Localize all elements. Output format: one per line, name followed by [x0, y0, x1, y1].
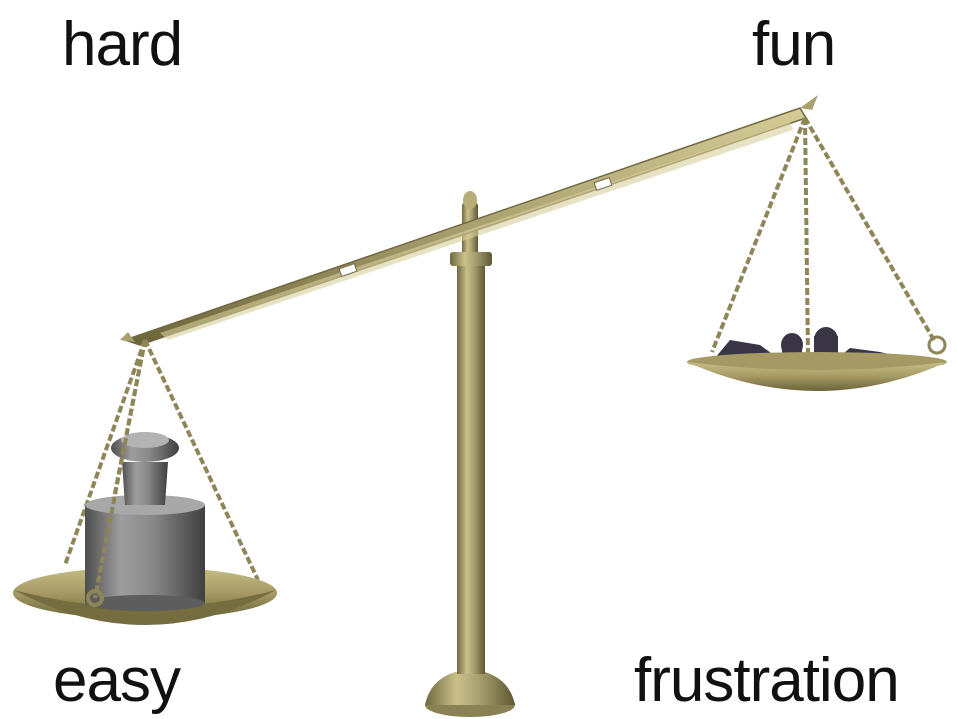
label-hard: hard — [62, 14, 182, 76]
label-fun: fun — [752, 14, 835, 76]
label-frustration: frustration — [634, 650, 899, 712]
right-chains — [712, 118, 935, 355]
label-easy: easy — [53, 650, 180, 712]
scale-post — [425, 191, 515, 717]
